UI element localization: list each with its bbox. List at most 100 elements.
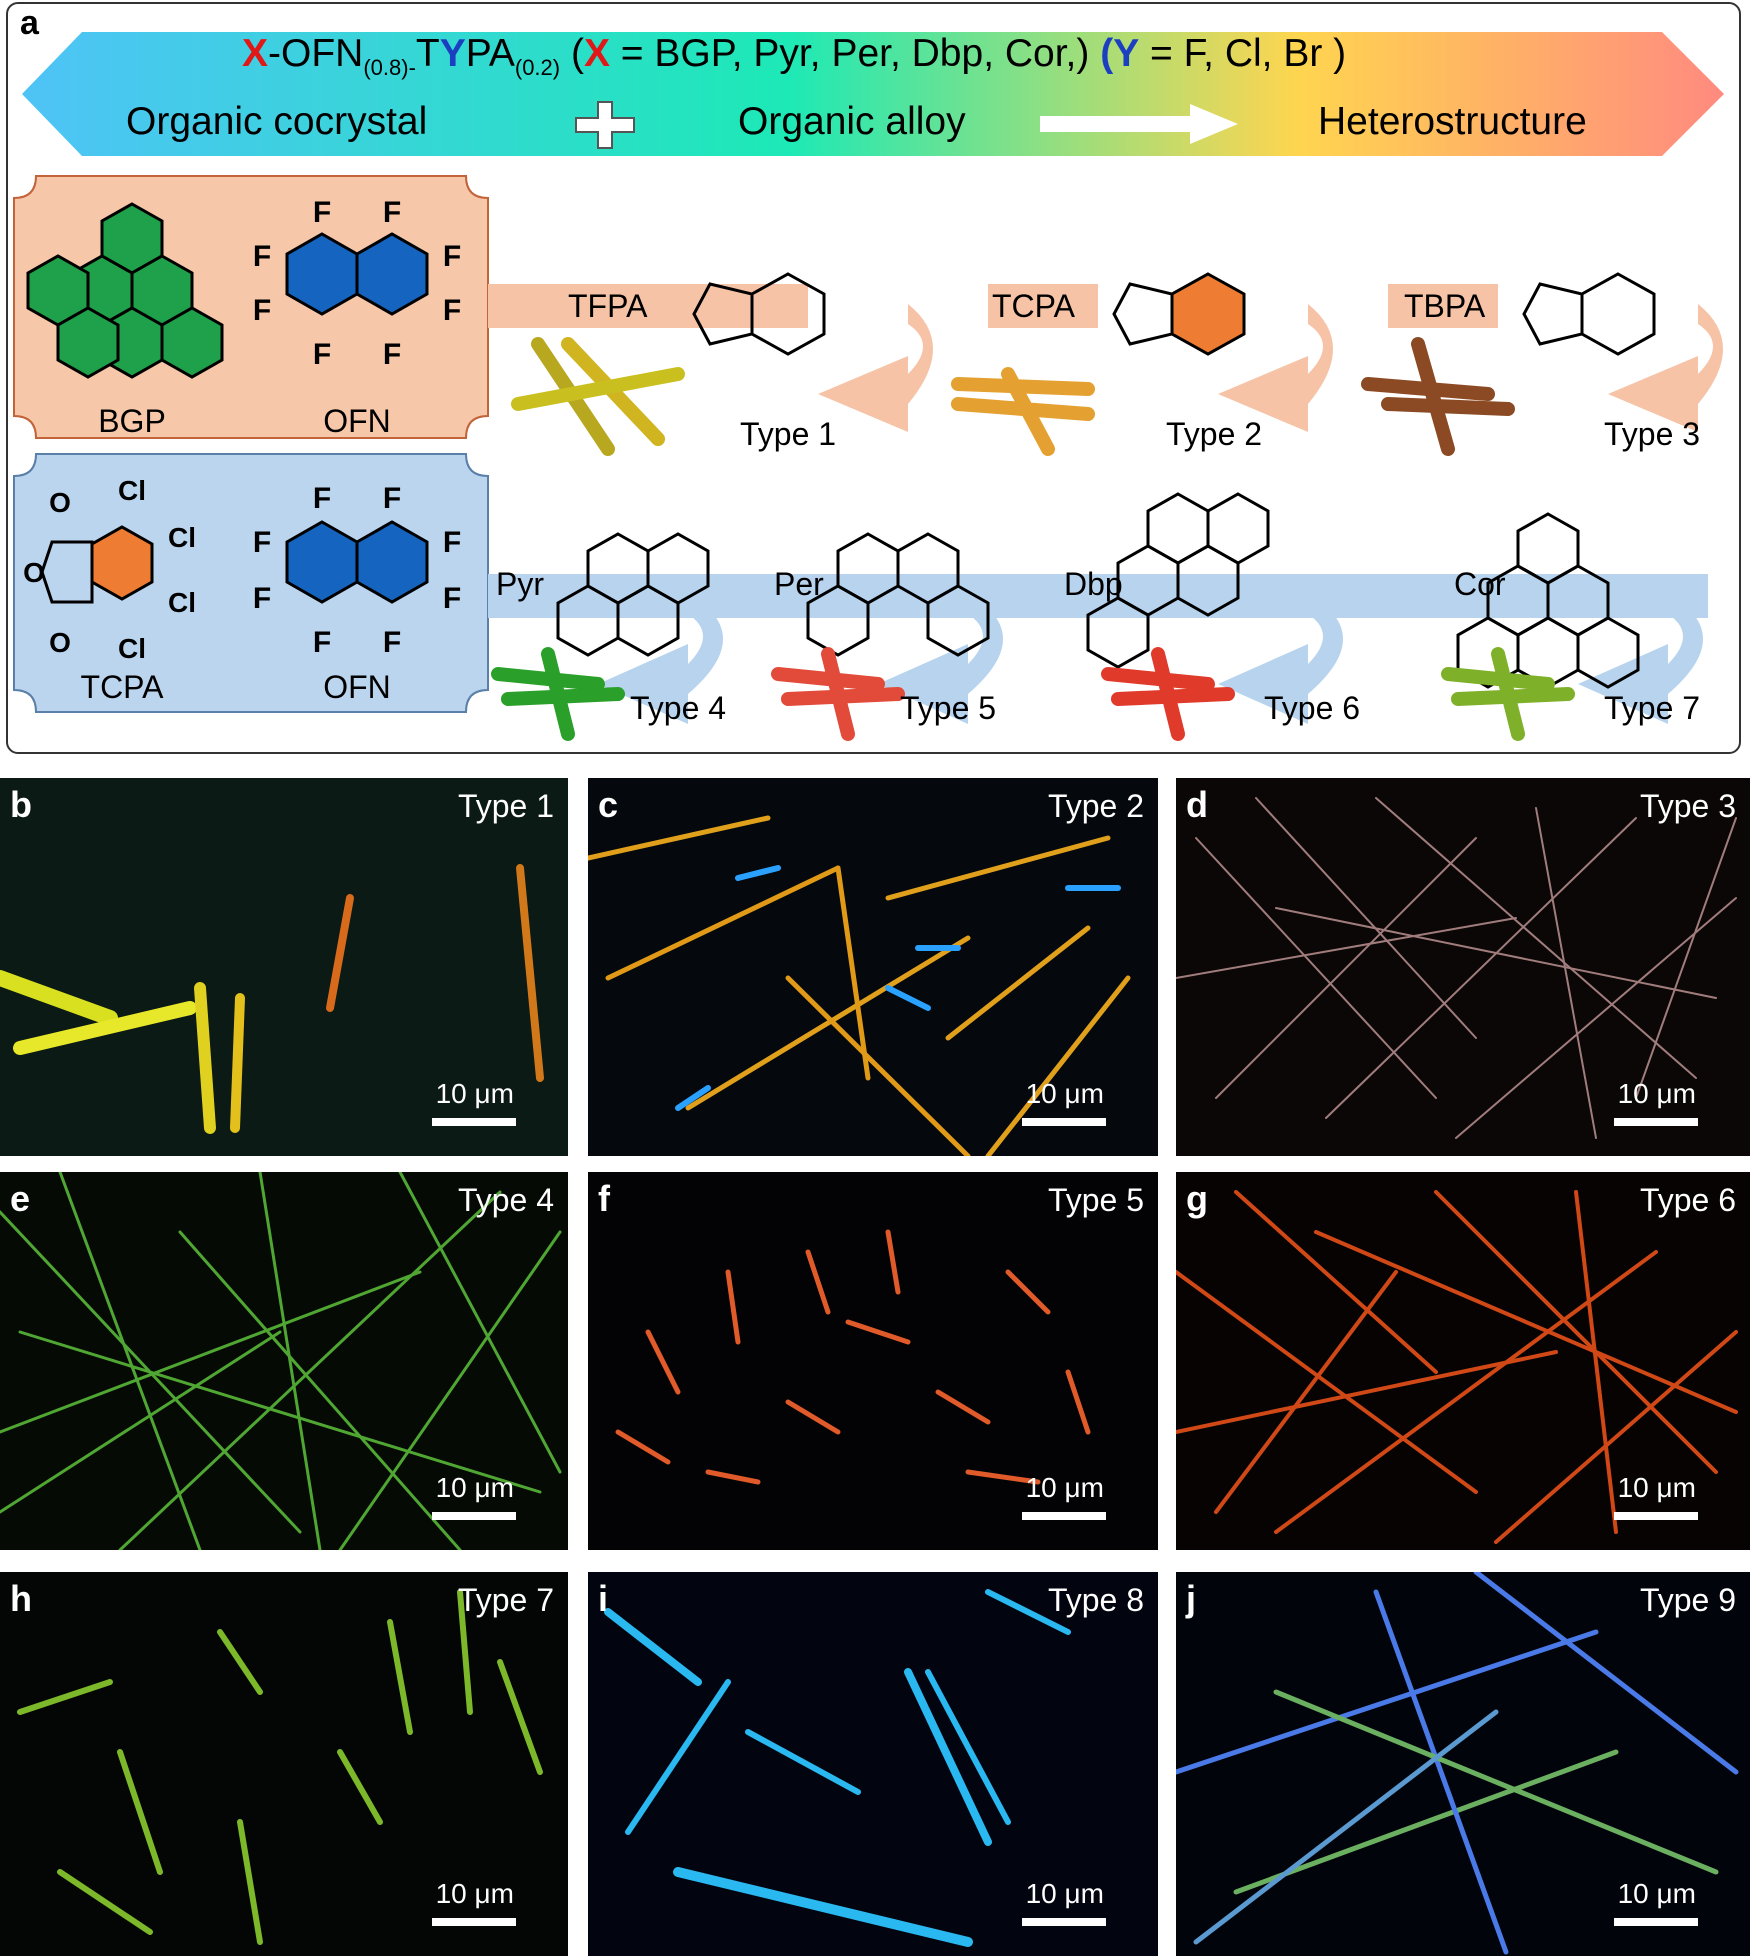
panel-label-d: d xyxy=(1186,784,1208,825)
type-label-c: Type 2 xyxy=(1047,788,1144,824)
scale-bar-f xyxy=(1022,1512,1106,1520)
micrograph-e-crystals xyxy=(0,1172,562,1550)
tcpa-top-label: TCPA xyxy=(992,288,1075,324)
scale-bar-d xyxy=(1614,1118,1698,1126)
type-label-f: Type 5 xyxy=(1047,1182,1144,1218)
scale-text-d: 10 μm xyxy=(1617,1078,1696,1109)
micrograph-j-crystals xyxy=(1176,1572,1739,1955)
micrograph-e: e Type 4 10 μm xyxy=(0,1172,568,1550)
panel-label-i: i xyxy=(598,1578,609,1619)
type-4-label: Type 4 xyxy=(630,690,727,726)
panel-label-j: j xyxy=(1186,1578,1197,1619)
micrograph-d: d Type 3 10 μm xyxy=(1176,778,1750,1156)
micrograph-f: f Type 5 10 μm xyxy=(588,1172,1158,1550)
per-label: Per xyxy=(774,566,824,602)
svg-text:Cl: Cl xyxy=(118,633,146,664)
banner-middle-text: Organic alloy xyxy=(738,100,966,143)
svg-text:O: O xyxy=(49,487,71,518)
micrograph-b: b Type 1 10 μm xyxy=(0,778,568,1156)
svg-text:F: F xyxy=(443,526,461,559)
top-row-graphics xyxy=(488,272,1723,456)
panel-label-e: e xyxy=(10,1178,31,1219)
scale-text-i: 10 μm xyxy=(1025,1878,1104,1909)
tfpa-label: TFPA xyxy=(568,288,648,324)
micrograph-g: g Type 6 10 μm xyxy=(1176,1172,1750,1550)
micrograph-b-crystals xyxy=(0,864,544,1134)
right-arrow-icon xyxy=(1040,104,1238,144)
svg-text:F: F xyxy=(253,526,271,559)
ofn-molecule-top xyxy=(285,232,429,316)
gradient-banner xyxy=(22,32,1724,156)
banner-right-text: Heterostructure xyxy=(1318,100,1587,143)
type-label-d: Type 3 xyxy=(1639,788,1736,824)
svg-text:Cl: Cl xyxy=(118,475,146,506)
type-label-h: Type 7 xyxy=(457,1582,554,1618)
svg-text:F: F xyxy=(313,482,331,515)
scale-text-b: 10 μm xyxy=(435,1078,514,1109)
micrograph-j: j Type 9 10 μm xyxy=(1176,1572,1750,1956)
svg-text:O: O xyxy=(49,627,71,658)
svg-text:F: F xyxy=(253,582,271,615)
panel-label-f: f xyxy=(598,1178,610,1219)
type-label-j: Type 9 xyxy=(1639,1582,1736,1618)
svg-text:F: F xyxy=(253,294,271,327)
dbp-label: Dbp xyxy=(1064,566,1123,602)
scale-bar-i xyxy=(1022,1918,1106,1926)
type-label-e: Type 4 xyxy=(457,1182,554,1218)
micrograph-h: h Type 7 10 μm xyxy=(0,1572,568,1956)
scale-bar-e xyxy=(432,1512,516,1520)
micrograph-i-crystals xyxy=(604,1589,1071,1947)
ofn-label-top: OFN xyxy=(323,403,391,439)
micrograph-g-crystals xyxy=(1176,1190,1738,1544)
scale-bar-c xyxy=(1022,1118,1106,1126)
ofn-molecule-bottom xyxy=(285,520,429,604)
panel-a: a X-OFN(0.8)-TYPA(0.2) (X = BGP, Pyr, Pe… xyxy=(6,2,1741,754)
tcpa-label: TCPA xyxy=(81,669,165,705)
type-5-label: Type 5 xyxy=(900,690,997,726)
micrograph-c-crystals xyxy=(588,815,1131,1156)
svg-text:F: F xyxy=(383,196,401,229)
svg-text:F: F xyxy=(313,338,331,371)
svg-text:Cl: Cl xyxy=(168,522,196,553)
svg-text:F: F xyxy=(313,626,331,659)
scale-text-j: 10 μm xyxy=(1617,1878,1696,1909)
scale-text-f: 10 μm xyxy=(1025,1472,1104,1503)
svg-text:F: F xyxy=(443,240,461,273)
type-label-i: Type 8 xyxy=(1047,1582,1144,1618)
type-2-label: Type 2 xyxy=(1166,416,1263,452)
panel-label-g: g xyxy=(1186,1178,1208,1219)
panel-label-b: b xyxy=(10,784,32,825)
scale-bar-g xyxy=(1614,1512,1698,1520)
svg-text:F: F xyxy=(443,294,461,327)
scale-bar-h xyxy=(432,1918,516,1926)
micrograph-c: c Type 2 10 μm xyxy=(588,778,1158,1156)
micrograph-h-crystals xyxy=(17,1589,543,1945)
svg-text:O: O xyxy=(23,557,45,588)
panel-label-h: h xyxy=(10,1578,32,1619)
svg-text:F: F xyxy=(383,482,401,515)
micrograph-d-crystals xyxy=(1176,797,1737,1139)
bgp-molecule xyxy=(26,202,224,379)
pyr-label: Pyr xyxy=(496,566,544,602)
micrograph-f-crystals xyxy=(615,1229,1091,1485)
type-1-label: Type 1 xyxy=(740,416,837,452)
tbpa-label: TBPA xyxy=(1404,288,1486,324)
type-label-b: Type 1 xyxy=(457,788,554,824)
tcpa-molecule-left xyxy=(40,525,154,604)
scale-text-g: 10 μm xyxy=(1617,1472,1696,1503)
banner-left-text: Organic cocrystal xyxy=(126,100,428,143)
scale-bar-j xyxy=(1614,1918,1698,1926)
ofn-label-bottom: OFN xyxy=(323,669,391,705)
type-7-label: Type 7 xyxy=(1604,690,1701,726)
micrograph-i: i Type 8 10 μm xyxy=(588,1572,1158,1956)
svg-text:F: F xyxy=(253,240,271,273)
svg-text:Cl: Cl xyxy=(168,587,196,618)
type-6-label: Type 6 xyxy=(1264,690,1361,726)
bottom-row-graphics xyxy=(488,492,1708,741)
type-3-label: Type 3 xyxy=(1604,416,1701,452)
scale-text-c: 10 μm xyxy=(1025,1078,1104,1109)
svg-text:F: F xyxy=(383,626,401,659)
svg-text:F: F xyxy=(443,582,461,615)
